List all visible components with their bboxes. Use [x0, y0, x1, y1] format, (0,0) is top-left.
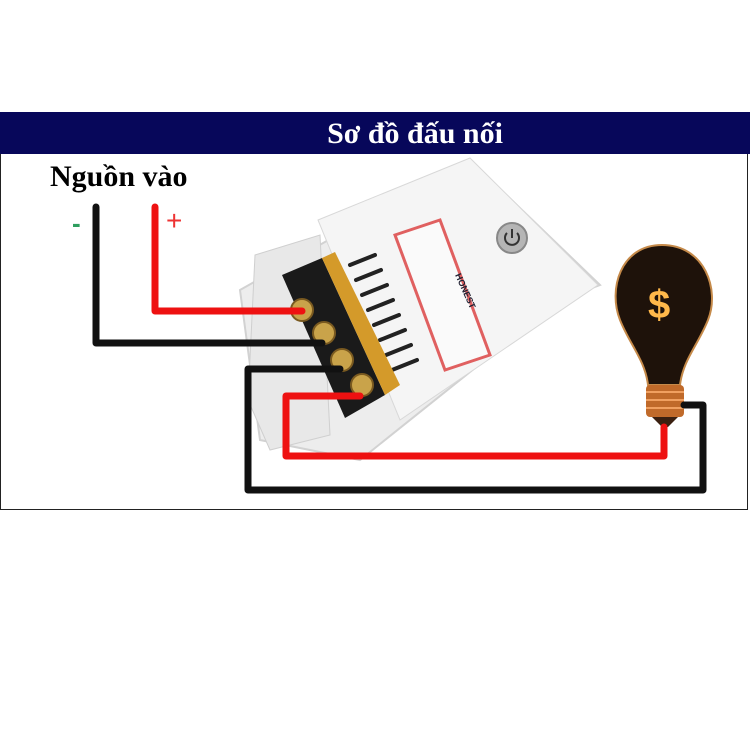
- load-live-wire: [282, 392, 668, 460]
- bulb-symbol: $: [648, 283, 670, 327]
- load-return-wire: [244, 365, 707, 494]
- diagram-title: Sơ đồ đấu nối: [327, 117, 503, 150]
- light-bulb-icon: $: [614, 243, 713, 427]
- title-banner: Sơ đồ đấu nối: [0, 112, 750, 154]
- positive-input-wire: [151, 203, 306, 315]
- negative-input-wire: [92, 203, 326, 347]
- power-input-label: Nguồn vào: [50, 160, 188, 193]
- negative-sign: -: [72, 208, 81, 238]
- positive-sign: +: [166, 205, 183, 236]
